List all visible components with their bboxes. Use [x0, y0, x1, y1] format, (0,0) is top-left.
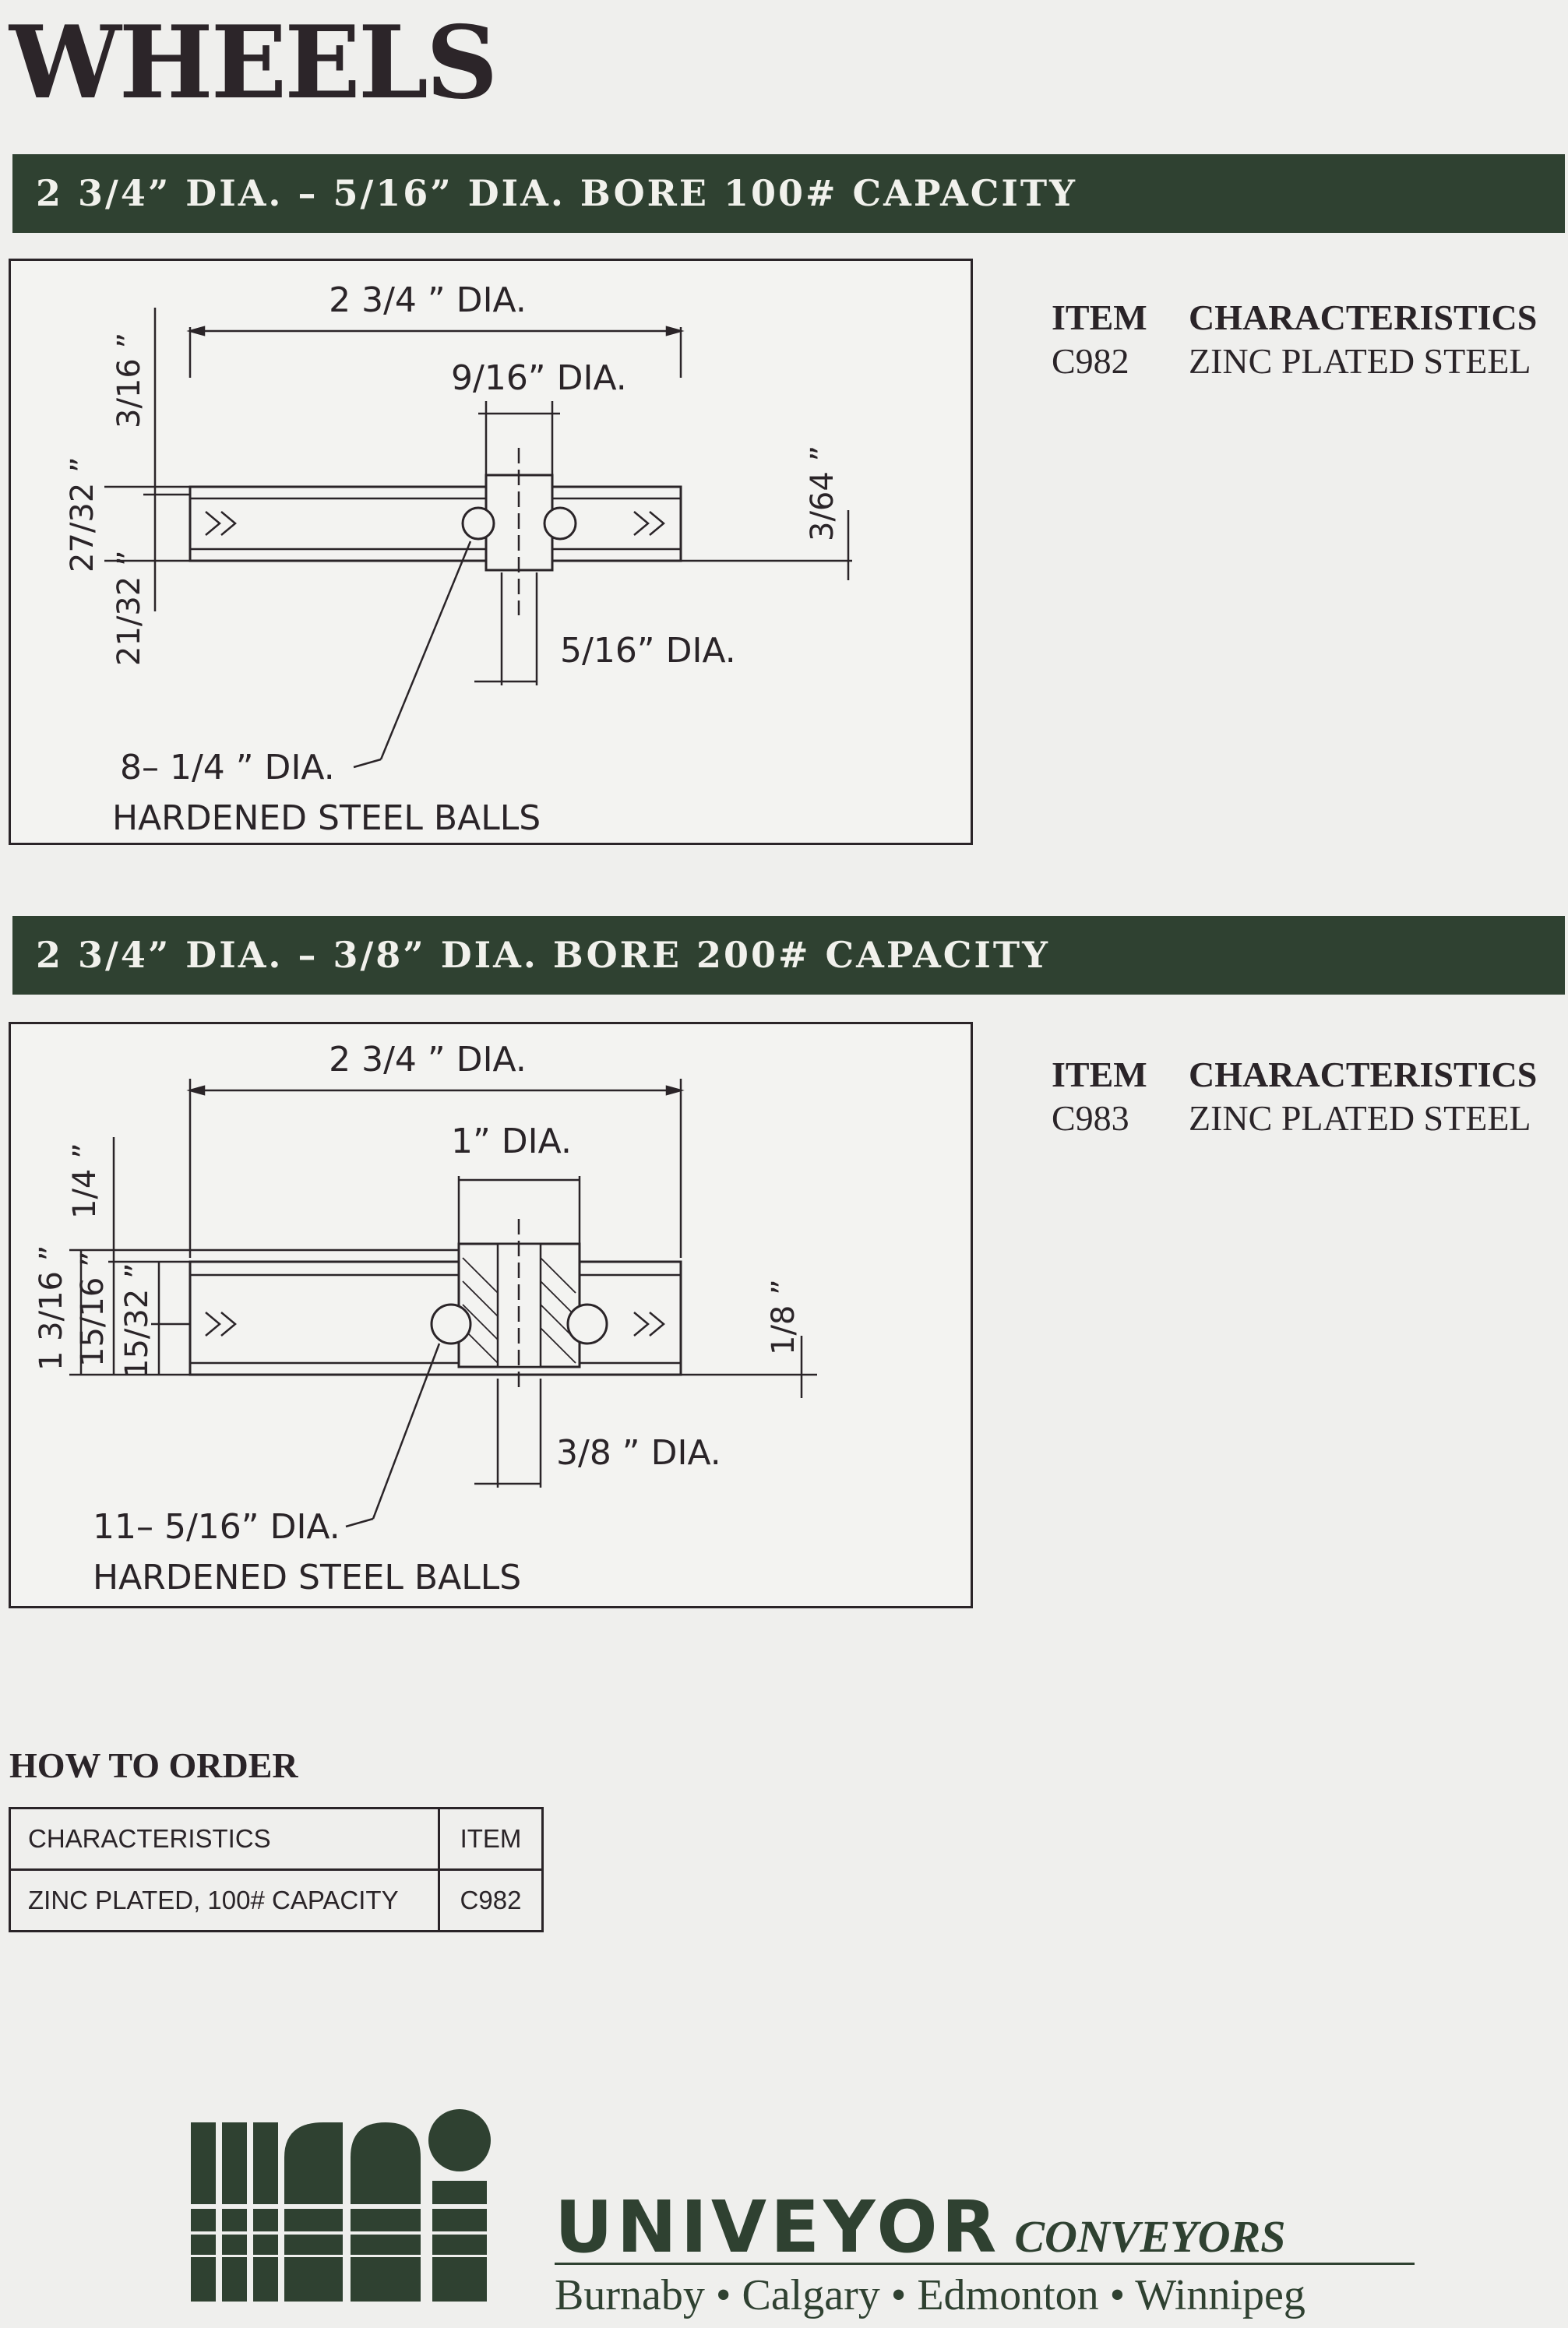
spec-header-characteristics: CHARACTERISTICS — [1189, 298, 1538, 337]
order-table-header: CHARACTERISTICS ITEM — [9, 1807, 544, 1871]
order-table: CHARACTERISTICS ITEM ZINC PLATED, 100# C… — [9, 1807, 544, 1932]
dim-bore-dia: 3/8 ” DIA. — [556, 1433, 721, 1473]
dim-total: 1 3/16 ” — [33, 1245, 69, 1371]
brand-divider — [555, 2263, 1415, 2265]
section-1-heading: 2 3/4” DIA. – 5/16” DIA. BORE 100# CAPAC… — [12, 154, 1565, 233]
dim-lower: 15/32 ” — [119, 1263, 155, 1379]
balls-description: HARDENED STEEL BALLS — [93, 1558, 521, 1597]
dim-rim: 1/8 ” — [766, 1279, 802, 1355]
dim-top: 1/4 ” — [67, 1143, 103, 1219]
dim-bore-dia: 5/16” DIA. — [560, 631, 736, 671]
spec-characteristics: ZINC PLATED STEEL — [1189, 341, 1531, 381]
wheel-drawing-c982: 2 3/4 ” DIA. 9/16” DIA. 3/16 ” 27/32 ” 2… — [9, 259, 973, 845]
spec-header-item: ITEM — [1052, 1055, 1147, 1094]
balls-description: HARDENED STEEL BALLS — [112, 798, 541, 838]
section-2-heading: 2 3/4” DIA. – 3/8” DIA. BORE 200# CAPACI… — [12, 916, 1565, 995]
dim-lower: 21/32 ” — [111, 550, 147, 666]
order-col-item: ITEM — [438, 1807, 544, 1871]
spec-row: C982 ZINC PLATED STEEL — [1052, 340, 1537, 383]
dim-top: 3/16 ” — [111, 333, 147, 428]
dim-height: 27/32 ” — [65, 456, 100, 572]
spec-table-c983: ITEM CHARACTERISTICS C983 ZINC PLATED STEE… — [1052, 1053, 1537, 1140]
dim-rim: 3/64 ” — [805, 446, 840, 541]
spec-header-characteristics: CHARACTERISTICS — [1189, 1055, 1538, 1094]
dim-hub-dia: 1” DIA. — [451, 1122, 572, 1161]
dim-height: 15/16 ” — [75, 1251, 111, 1367]
spec-item-code: C983 — [1052, 1098, 1129, 1138]
spec-header-item: ITEM — [1052, 298, 1147, 337]
balls-callout: 8– 1/4 ” DIA. — [120, 748, 335, 787]
dim-overall-dia: 2 3/4 ” DIA. — [329, 280, 527, 320]
page-title: WHEELS — [9, 5, 498, 122]
spec-characteristics: ZINC PLATED STEEL — [1189, 1098, 1531, 1138]
order-cell-characteristics: ZINC PLATED, 100# CAPACITY — [9, 1868, 440, 1932]
table-row: ZINC PLATED, 100# CAPACITY C982 — [9, 1868, 544, 1932]
spec-item-code: C982 — [1052, 341, 1129, 381]
order-col-characteristics: CHARACTERISTICS — [9, 1807, 440, 1871]
order-cell-item: C982 — [438, 1868, 544, 1932]
dim-overall-dia: 2 3/4 ” DIA. — [329, 1040, 527, 1079]
spec-table-c982: ITEM CHARACTERISTICS C982 ZINC PLATED STEE… — [1052, 296, 1537, 383]
brand-locations: Burnaby • Calgary • Edmonton • Winnipeg — [555, 2271, 1305, 2319]
wheel-drawing-c983: 2 3/4 ” DIA. 1” DIA. 1/4 ” 1 3/16 ” 15/1… — [9, 1022, 973, 1608]
how-to-order-heading: HOW TO ORDER — [9, 1745, 298, 1785]
univeyor-logo-mark — [187, 2103, 530, 2309]
balls-callout: 11– 5/16” DIA. — [93, 1507, 340, 1547]
brand-name: UNIVEYOR — [555, 2185, 1001, 2269]
dim-hub-dia: 9/16” DIA. — [451, 358, 627, 398]
brand-subtitle: CONVEYORS — [1014, 2211, 1286, 2262]
spec-row: C983 ZINC PLATED STEEL — [1052, 1097, 1537, 1140]
